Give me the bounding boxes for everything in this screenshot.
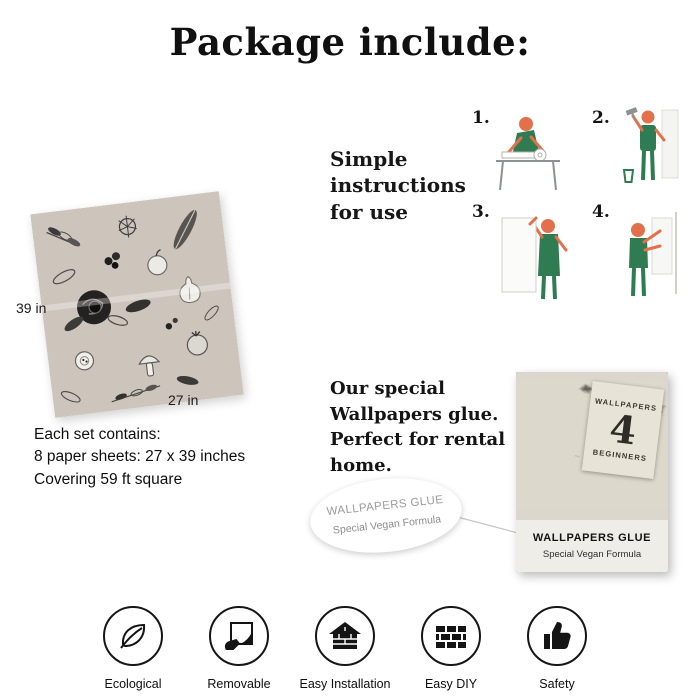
instructions-heading-line-2: instructions xyxy=(330,173,466,198)
person-rolling-wallpaper-icon xyxy=(496,117,560,191)
feature-safety: Safety xyxy=(504,606,610,691)
brand-tag-bottom: BEGINNERS xyxy=(592,447,648,464)
step-2-illustration xyxy=(612,100,682,200)
step-2-number: 2. xyxy=(592,108,610,128)
thumbs-up-icon xyxy=(544,622,571,649)
brand-tag: WALLPAPERS 4 BEGINNERS xyxy=(581,380,665,480)
set-info-line-3: Covering 59 ft square xyxy=(34,470,183,488)
sheet-height-label: 39 in xyxy=(16,300,47,316)
wallpaper-sheet-sample xyxy=(30,191,244,418)
person-preparing-wall-icon xyxy=(622,107,679,183)
feature-label-safety: Safety xyxy=(539,677,575,691)
step-3-number: 3. xyxy=(472,202,490,222)
glue-heading-line-2: Wallpapers glue. xyxy=(330,403,499,425)
step-4-number: 4. xyxy=(592,202,610,222)
package-label-band: WALLPAPERS GLUE Special Vegan Formula xyxy=(516,520,668,572)
step-4-illustration xyxy=(614,206,684,311)
set-info-line-2: 8 paper sheets: 27 x 39 inches xyxy=(34,448,246,466)
feature-removable: Removable xyxy=(186,606,292,691)
feature-label-removable: Removable xyxy=(207,677,271,691)
feature-ecological: Ecological xyxy=(80,606,186,691)
feature-badges-row: Ecological Removable Easy Installation xyxy=(80,606,610,691)
easy-diy-badge xyxy=(421,606,481,666)
feature-label-easy-diy: Easy DIY xyxy=(424,677,478,691)
instructions-heading-line-3: for use xyxy=(330,199,408,224)
package-label-subtitle: Special Vegan Formula xyxy=(542,549,642,560)
safety-badge xyxy=(527,606,587,666)
step-1-illustration xyxy=(490,100,565,200)
glue-heading: Our special Wallpapers glue. Perfect for… xyxy=(330,376,505,478)
bricks-icon xyxy=(436,626,466,648)
sheet-width-label: 27 in xyxy=(168,392,199,408)
instructions-heading-line-1: Simple xyxy=(330,147,408,171)
sticker-subtitle: Special Vegan Formula xyxy=(332,513,442,537)
botanical-pattern-illustration xyxy=(30,191,244,418)
feature-easy-installation: Easy Installation xyxy=(292,606,398,691)
set-contents-text: Each set contains: 8 paper sheets: 27 x … xyxy=(34,424,245,491)
feature-easy-diy: Easy DIY xyxy=(398,606,504,691)
ecological-badge xyxy=(103,606,163,666)
easy-installation-badge xyxy=(315,606,375,666)
house-icon xyxy=(329,622,361,649)
person-hanging-strip-icon xyxy=(501,216,568,300)
glue-package: WALLPAPERS 4 BEGINNERS WALLPAPERS GLUE S… xyxy=(516,372,668,572)
removable-badge xyxy=(209,606,269,666)
step-1-number: 1. xyxy=(472,108,490,128)
set-info-line-1: Each set contains: xyxy=(34,426,161,443)
feature-label-ecological: Ecological xyxy=(104,677,162,691)
leaf-icon xyxy=(120,623,146,649)
page-title: Package include: xyxy=(169,20,531,64)
package-label-title: WALLPAPERS GLUE xyxy=(532,532,652,544)
feature-label-easy-installation: Easy Installation xyxy=(299,677,391,691)
glue-heading-line-3: Perfect for rental xyxy=(330,429,506,451)
glue-heading-line-1: Our special xyxy=(330,378,445,399)
instructions-heading: Simple instructions for use xyxy=(330,146,466,225)
glue-heading-line-4: home. xyxy=(330,454,392,476)
peel-hand-icon xyxy=(224,622,253,650)
step-3-illustration xyxy=(492,206,572,311)
person-smoothing-wallpaper-icon xyxy=(629,212,677,297)
brand-tag-number: 4 xyxy=(607,405,639,454)
